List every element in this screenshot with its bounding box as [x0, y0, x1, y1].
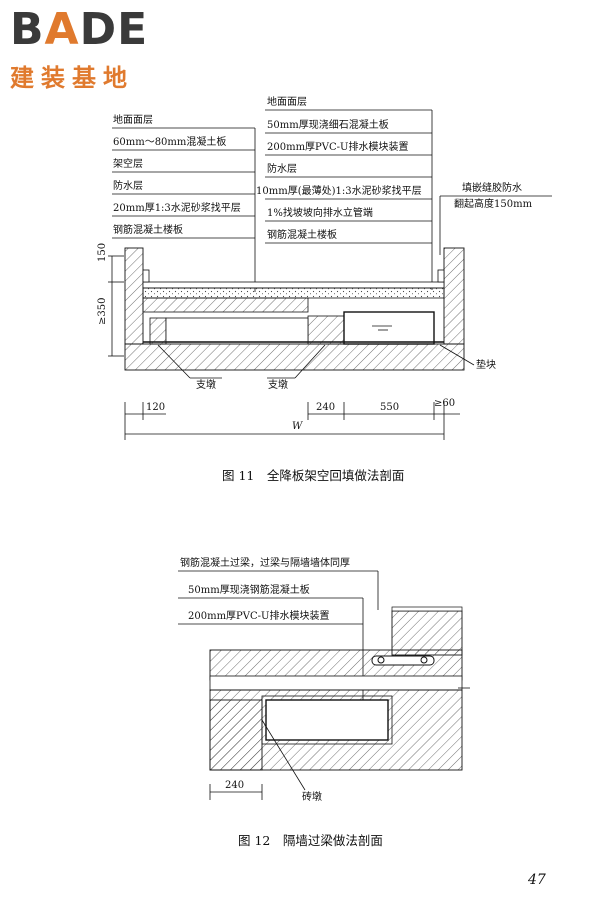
fig11-right-label-0: 地面面层	[267, 97, 307, 108]
fig11-left-label-0: 地面面层	[113, 115, 153, 126]
fig11-side-note-1: 翻起高度150mm	[454, 199, 533, 210]
brand-subtitle: 建装基地	[10, 64, 134, 92]
fig11-left-label-4: 20mm厚1:3水泥砂浆找平层	[113, 203, 241, 214]
fig12-caption: 图 12 隔墙过梁做法剖面	[238, 833, 383, 848]
fig11-dim-240: 240	[316, 402, 336, 413]
fig11-dim-120: 120	[146, 402, 166, 413]
fig12-label-1: 50mm厚现浇钢筋混凝土板	[188, 585, 310, 596]
fig11-right-label-6: 钢筋混凝土楼板	[267, 230, 337, 241]
fig11-right-label-2: 200mm厚PVC-U排水模块装置	[267, 142, 409, 153]
fig11-dim-550: 550	[380, 402, 400, 413]
fig11-callout-pier-right: 支墩	[268, 380, 288, 391]
fig11-right-label-5: 1%找坡坡向排水立管端	[267, 208, 373, 219]
brand-logo: BADE	[10, 4, 149, 55]
fig11-callout-pier-left: 支墩	[196, 380, 216, 391]
fig12-dim-240: 240	[225, 780, 245, 791]
fig11-dim-60: ≥60	[434, 398, 456, 409]
fig11-side-note-0: 填嵌缝胶防水	[462, 183, 522, 194]
fig11-dim-w: W	[292, 421, 303, 432]
fig11-left-label-5: 钢筋混凝土楼板	[113, 225, 183, 236]
fig11-left-label-3: 防水层	[113, 181, 143, 192]
fig11-right-label-3: 防水层	[267, 164, 297, 175]
figure11-drawing	[108, 109, 552, 440]
fig12-label-0: 钢筋混凝土过梁，过梁与隔墙墙体同厚	[180, 558, 350, 569]
fig11-left-label-2: 架空层	[113, 159, 143, 170]
fig12-label-2: 200mm厚PVC-U排水模块装置	[188, 611, 330, 622]
fig11-right-label-1: 50mm厚现浇细石混凝土板	[267, 120, 389, 131]
fig11-right-label-4: 10mm厚(最薄处)1:3水泥砂浆找平层	[256, 186, 422, 197]
page-number: 47	[528, 872, 546, 888]
fig11-left-label-1: 60mm～80mm混凝土板	[113, 137, 227, 148]
fig11-callout-pad: 垫块	[476, 360, 496, 371]
fig12-callout-brick-pier: 砖墩	[302, 792, 322, 803]
fig11-caption: 图 11 全降板架空回填做法剖面	[222, 468, 405, 483]
